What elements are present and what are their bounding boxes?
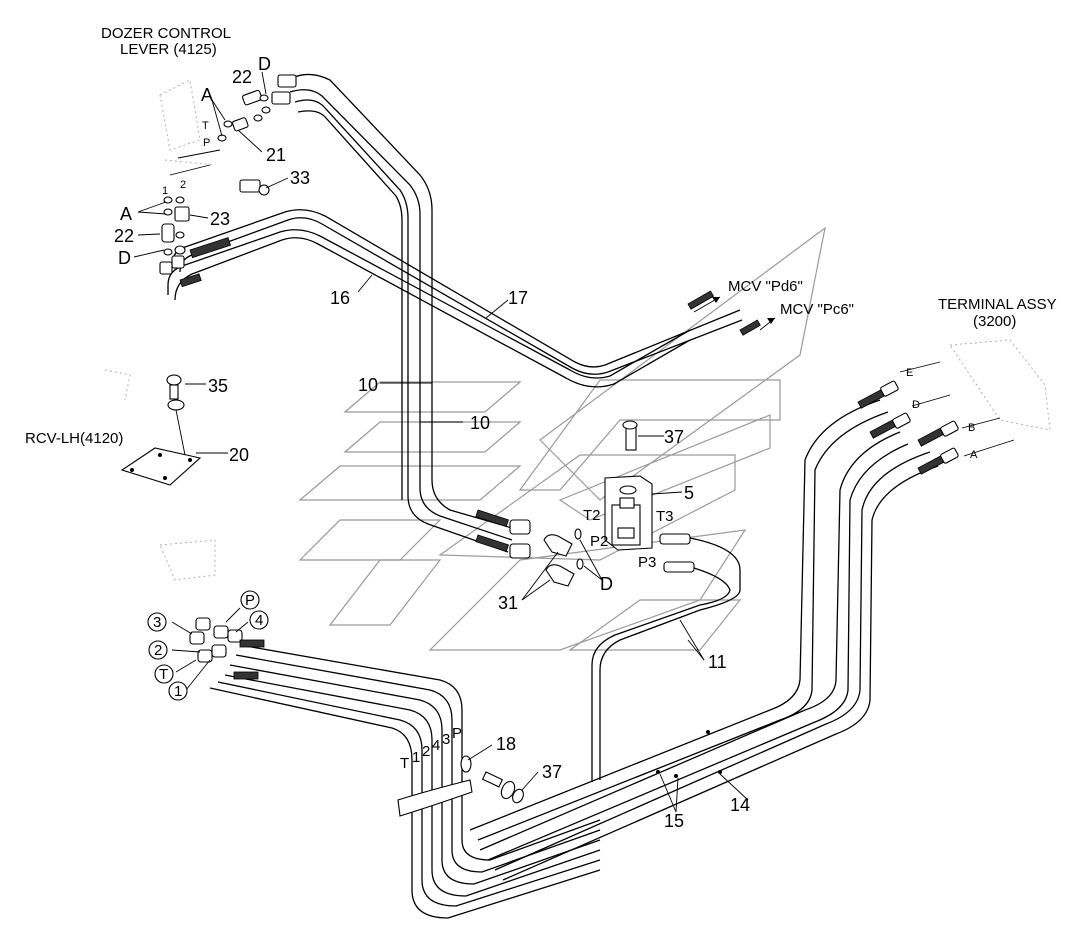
part-10-b: 10 [470, 413, 490, 433]
dozer-lever-label-1: DOZER CONTROL [101, 25, 231, 42]
part-33: 33 [290, 168, 310, 188]
tube-label-2: 2 [422, 743, 430, 760]
port-E: E [906, 367, 913, 379]
part-D-valve: D [600, 574, 613, 594]
part-14: 14 [730, 795, 750, 815]
part-A-mid: A [120, 204, 132, 224]
mcv-pd6-label: MCV "Pd6" [728, 278, 803, 295]
part-10-a: 10 [358, 375, 378, 395]
ghost-outlines [104, 79, 1051, 581]
part-31: 31 [498, 593, 518, 613]
terminal-assy-label-2: (3200) [973, 313, 1016, 330]
terminal-assy-label-1: TERMINAL ASSY [938, 296, 1057, 313]
tube-label-T: T [400, 755, 409, 772]
leader-lines [133, 71, 1015, 813]
port-1-small: 1 [162, 185, 168, 197]
part-17: 17 [508, 288, 528, 308]
rcv-lh-label: RCV-LH(4120) [25, 430, 123, 447]
circled-2: 2 [154, 642, 162, 659]
circled-P: P [245, 592, 255, 609]
part-23: 23 [210, 209, 230, 229]
part-22-mid: 22 [114, 226, 134, 246]
port-2-small: 2 [180, 179, 186, 191]
rcv-tube-bundle [189, 617, 601, 919]
mcv-pc6-label: MCV "Pc6" [780, 301, 854, 318]
port-B: B [968, 422, 975, 434]
part-D-mid: D [118, 248, 131, 268]
circled-1: 1 [174, 683, 182, 700]
rcv-lh-plate [120, 374, 202, 486]
port-D: D [912, 399, 920, 411]
port-T3: T3 [656, 508, 674, 525]
part-37-bottom: 37 [542, 762, 562, 782]
port-A: A [970, 449, 978, 461]
part-15: 15 [664, 811, 684, 831]
part-22-top: 22 [232, 67, 252, 87]
part-16: 16 [330, 288, 350, 308]
port-P-small: P [203, 137, 210, 149]
part-A-top: A [201, 85, 213, 105]
hose-10 [271, 73, 531, 559]
circled-4: 4 [255, 612, 263, 629]
tube-label-4: 4 [432, 737, 440, 754]
part-D-top: D [258, 54, 271, 74]
tube-label-3: 3 [442, 731, 450, 748]
port-P2: P2 [590, 533, 608, 550]
part-21: 21 [266, 145, 286, 165]
part-11: 11 [708, 652, 727, 672]
part-20: 20 [229, 445, 249, 465]
circled-callouts [147, 590, 269, 701]
watermark-logo [298, 226, 826, 651]
part-35: 35 [208, 376, 228, 396]
circled-3: 3 [153, 614, 161, 631]
part-37-top: 37 [664, 427, 684, 447]
hose-16-17 [167, 209, 776, 388]
tube-label-1: 1 [412, 749, 420, 766]
port-P3: P3 [638, 554, 656, 571]
port-T2: T2 [583, 507, 601, 524]
part-5: 5 [684, 483, 694, 503]
dozer-lever-fittings [159, 89, 271, 275]
valve-block-5 [543, 420, 741, 782]
hose-14-15 [469, 380, 959, 881]
tube-label-P: P [452, 725, 462, 742]
dozer-lever-label-2: LEVER (4125) [120, 41, 217, 58]
circled-T: T [159, 666, 168, 683]
port-T-small: T [202, 120, 209, 132]
text-labels: DOZER CONTROL LEVER (4125) TERMINAL ASSY… [25, 25, 1057, 831]
part-18: 18 [496, 734, 516, 754]
